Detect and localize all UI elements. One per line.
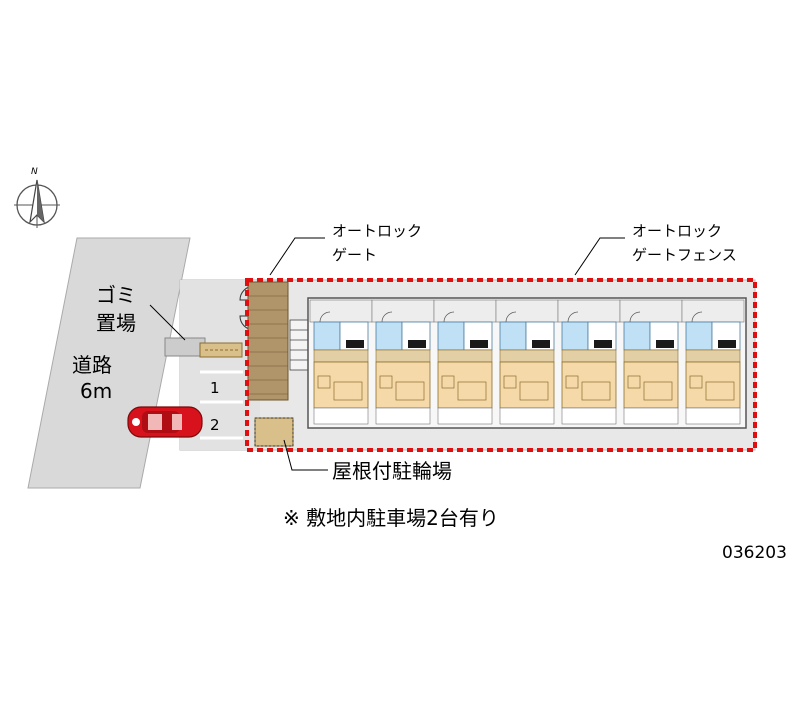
fence-label-line2: ゲートフェンス — [632, 246, 737, 264]
compass-icon: N — [14, 167, 60, 228]
garbage-label-line2: 置場 — [96, 311, 136, 335]
garbage-leader-line — [149, 304, 186, 341]
garbage-label-line1: ゴミ — [96, 283, 136, 307]
parking-lot: 1 2 — [200, 370, 243, 440]
apartment-unit — [681, 299, 745, 425]
bike-parking — [254, 417, 294, 447]
car-icon — [127, 406, 203, 438]
apartment-building — [307, 297, 747, 429]
apartment-unit — [371, 299, 435, 425]
fence-leader-line — [574, 237, 625, 276]
gate-leader-line — [269, 237, 325, 276]
parking-note: ※ 敷地内駐車場2台有り — [283, 506, 499, 530]
apartment-unit — [495, 299, 559, 425]
gate-label-line2: ゲート — [332, 246, 377, 264]
stairs — [289, 319, 309, 371]
bike-leader-line — [283, 439, 328, 471]
property-code: 036203 — [722, 543, 787, 563]
autolock-fence — [245, 278, 757, 452]
parking-space-1: 1 — [210, 379, 220, 397]
apartment-unit — [619, 299, 683, 425]
road-label-line1: 道路 — [72, 353, 112, 377]
road-label-line2: 6m — [80, 379, 112, 403]
garbage-station — [164, 337, 243, 358]
brick-walkway — [247, 281, 289, 401]
apartment-unit — [433, 299, 497, 425]
parking-space-2: 2 — [210, 416, 220, 434]
fence-label-line1: オートロック — [632, 222, 722, 240]
apartment-unit — [309, 299, 373, 425]
apartment-unit — [557, 299, 621, 425]
compass-north-label: N — [31, 167, 38, 177]
gate-label-line1: オートロック — [332, 222, 422, 240]
bike-label: 屋根付駐輪場 — [332, 459, 452, 483]
